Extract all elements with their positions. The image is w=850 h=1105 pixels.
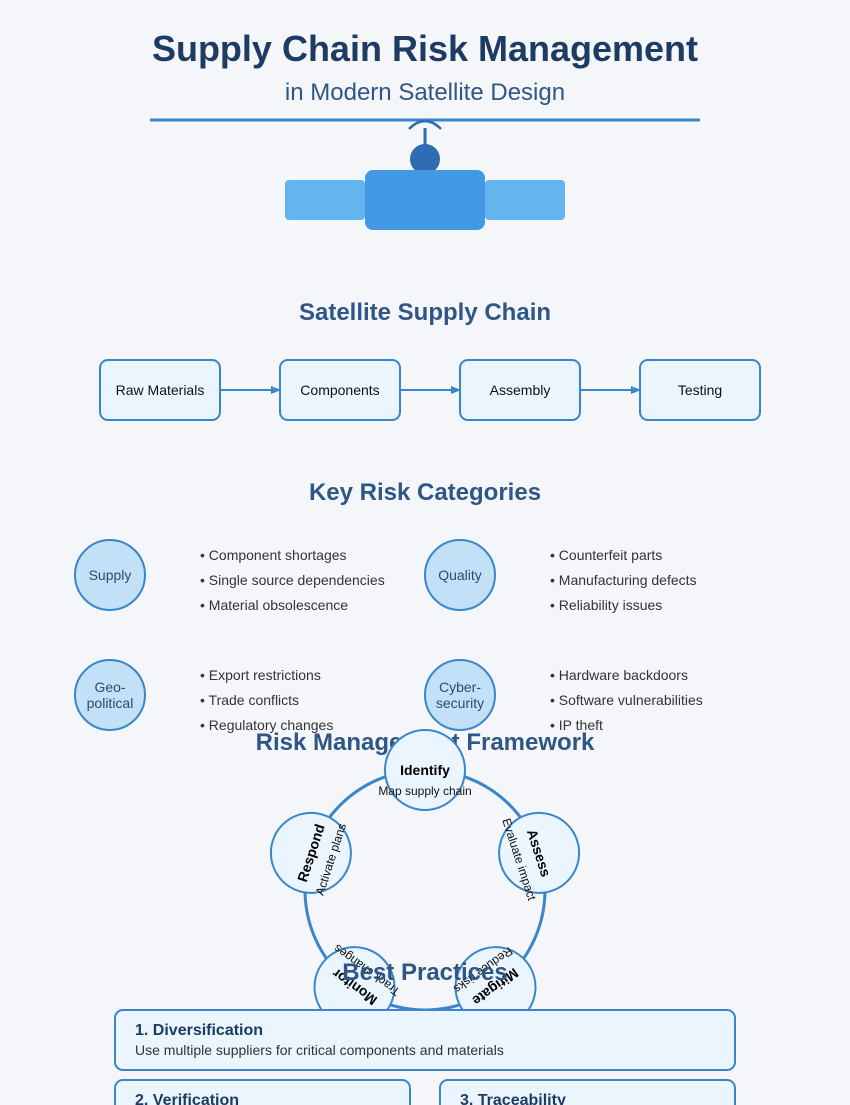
supply-chain-title: Satellite Supply Chain xyxy=(299,299,551,326)
risk-item: • Single source dependencies xyxy=(200,572,385,588)
chain-step-box: Testing xyxy=(639,359,761,421)
risk-item: • Reliability issues xyxy=(550,597,662,613)
risk-item: • Counterfeit parts xyxy=(550,547,662,563)
practice-card: 2. Verification xyxy=(114,1079,411,1105)
risk-category-label: political xyxy=(87,695,134,711)
practice-card-box xyxy=(114,1009,736,1071)
risk-item: • Material obsolescence xyxy=(200,597,348,613)
page-title: Supply Chain Risk Management xyxy=(152,28,698,69)
risk-category: Supply • Component shortages • Single sour… xyxy=(74,539,385,613)
risk-item: • Component shortages xyxy=(200,547,347,563)
risk-item: • Manufacturing defects xyxy=(550,572,697,588)
framework-stage-name: Identify xyxy=(400,762,450,778)
practice-card: 3. Traceability xyxy=(439,1079,736,1105)
risk-category-circle xyxy=(424,659,496,731)
risk-category: Quality • Counterfeit parts • Manufacturin… xyxy=(424,539,697,613)
risk-category-label: Cyber- xyxy=(439,679,481,695)
practice-heading: 2. Verification xyxy=(135,1092,239,1105)
risk-item: • Trade conflicts xyxy=(200,692,299,708)
left-solar-panel xyxy=(285,180,365,220)
risk-categories: Supply • Component shortages • Single sour… xyxy=(74,539,703,733)
risk-category-label: security xyxy=(436,695,484,711)
chain-step-label: Components xyxy=(300,382,379,398)
risk-item: • IP theft xyxy=(550,717,603,733)
satellite-body xyxy=(365,170,485,230)
chain-step-rect xyxy=(639,359,761,421)
risk-category-label: Quality xyxy=(438,567,482,583)
practice-heading: 1. Diversification xyxy=(135,1022,263,1039)
chain-step-label: Raw Materials xyxy=(116,382,205,398)
practice-text: Use multiple suppliers for critical comp… xyxy=(135,1042,504,1058)
best-practices-title: Best Practices xyxy=(342,959,507,986)
chain-step-box: Raw Materials xyxy=(99,359,221,421)
framework-stage-circle xyxy=(384,729,466,811)
risk-item: • Hardware backdoors xyxy=(550,667,688,683)
chain-step-label: Assembly xyxy=(490,382,551,398)
risk-categories-title: Key Risk Categories xyxy=(309,479,541,506)
framework-stage-circle xyxy=(269,811,352,894)
framework-stage-circle xyxy=(498,811,581,894)
chain-step-label: Testing xyxy=(678,382,722,398)
risk-category-label: Geo- xyxy=(94,679,125,695)
risk-category-circle xyxy=(424,539,496,611)
practice-card-box xyxy=(114,1079,411,1105)
risk-category-label: Supply xyxy=(89,567,132,583)
risk-category: Cyber-security • Hardware backdoors • Soft… xyxy=(424,659,703,733)
risk-item: • Regulatory changes xyxy=(200,717,333,733)
framework-stage-desc: Map supply chain xyxy=(378,784,471,798)
antenna-knob xyxy=(410,144,440,174)
practice-heading: 3. Traceability xyxy=(460,1092,566,1105)
risk-item: • Export restrictions xyxy=(200,667,321,683)
risk-item: • Software vulnerabilities xyxy=(550,692,703,708)
practice-card-box xyxy=(439,1079,736,1105)
risk-category-circle xyxy=(74,659,146,731)
page-subtitle: in Modern Satellite Design xyxy=(285,79,565,106)
satellite-icon xyxy=(285,119,565,230)
chain-step-box: Assembly xyxy=(459,359,581,421)
chain-step-box: Components xyxy=(279,359,401,421)
right-solar-panel xyxy=(485,180,565,220)
antenna-dish-icon xyxy=(408,119,442,130)
supply-chain-flow: Raw Materials Components Assembly Testing xyxy=(99,359,761,421)
risk-category-circle xyxy=(74,539,146,611)
risk-category: Geo-political • Export restrictions • Trad… xyxy=(74,659,333,733)
